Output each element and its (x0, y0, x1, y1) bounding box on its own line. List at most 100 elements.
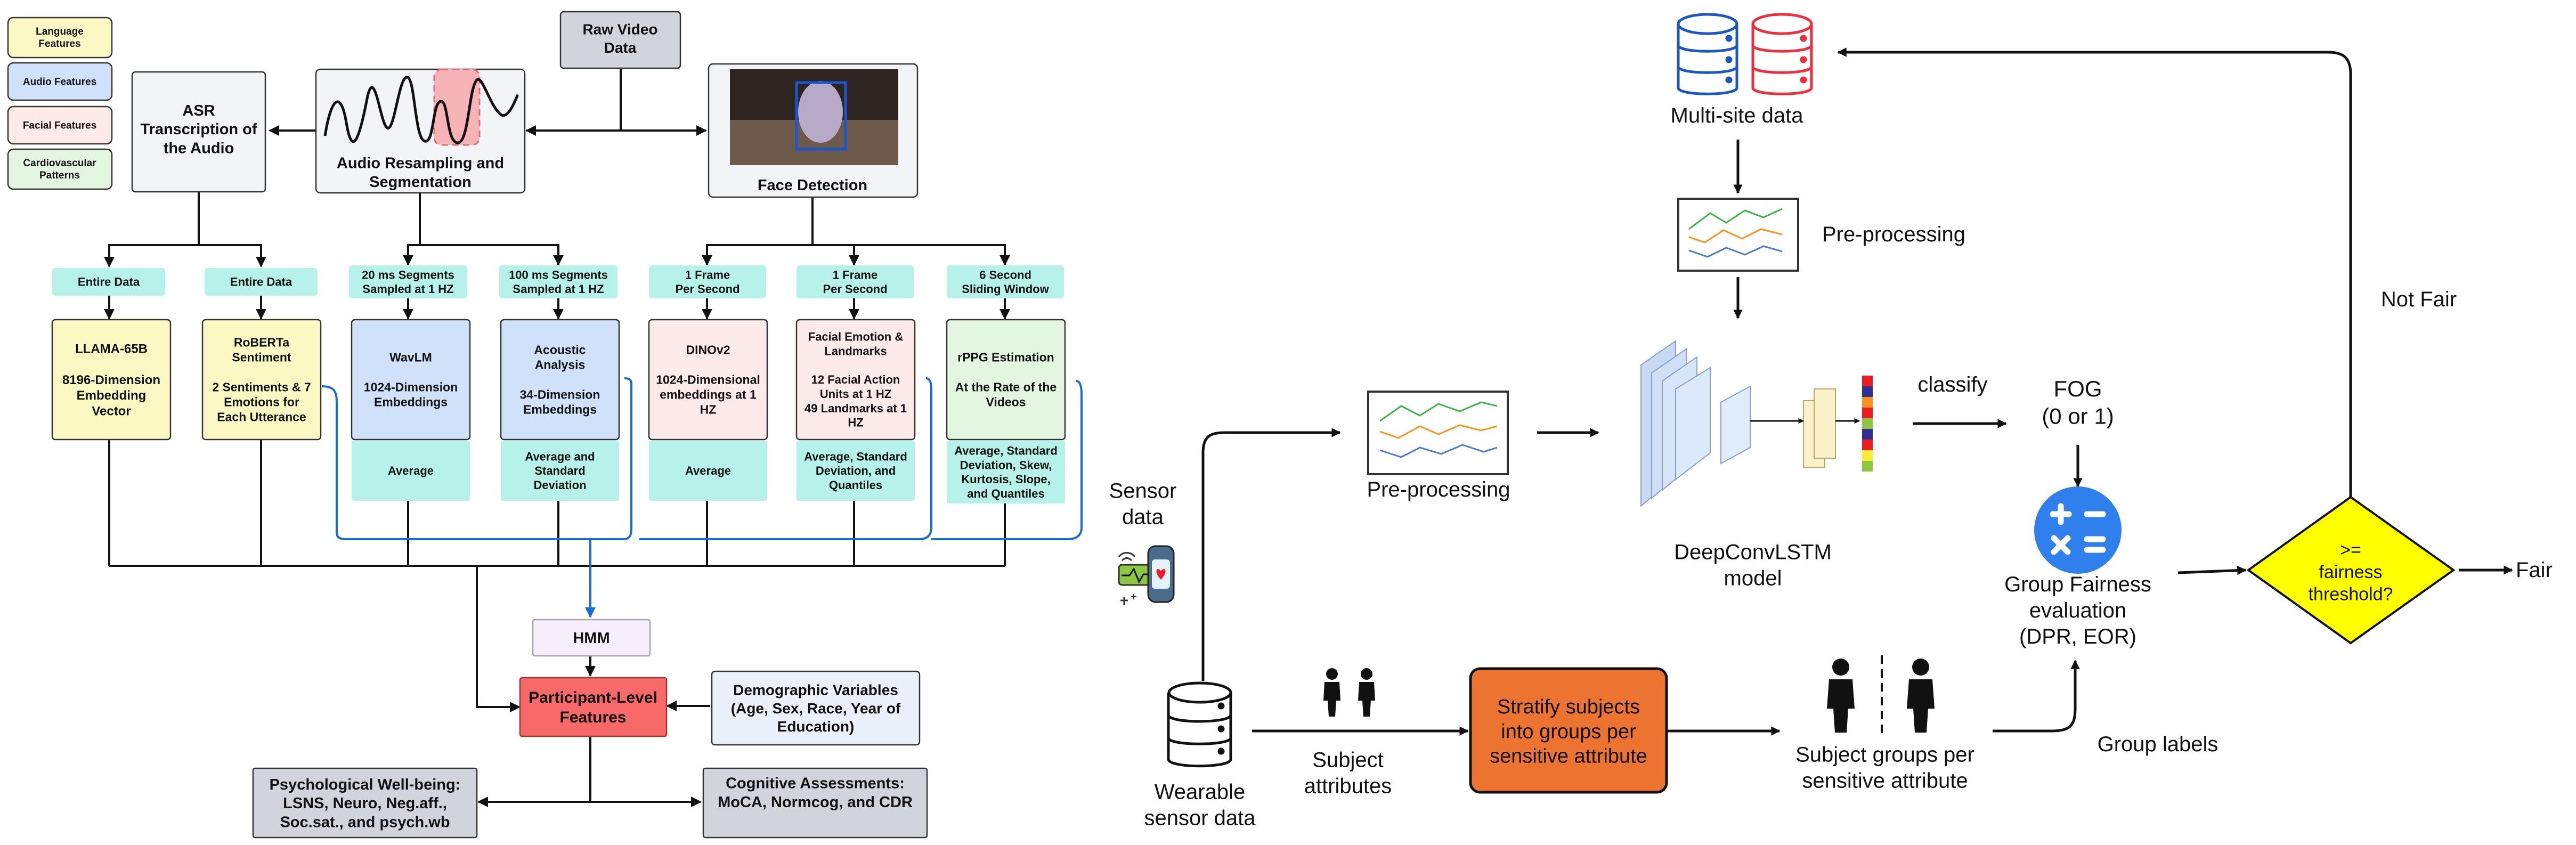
psych-box (252, 767, 478, 839)
preprocessing-top-label: Pre-processing (1822, 223, 1965, 246)
agg-acoustic-label-line: Standard (534, 464, 585, 477)
demographic-box (711, 670, 921, 746)
legend-audio-label: Audio Features (23, 77, 96, 88)
sensor-data-label-line: data (1122, 505, 1164, 529)
deepconv-label-line: model (1724, 566, 1782, 590)
agg-dinov2-label-line: Average (685, 464, 731, 477)
agg-acoustic-label-line: Average and (525, 450, 595, 463)
fairness-threshold-diamond (2246, 495, 2456, 645)
agg-dinov2-box (649, 441, 767, 501)
model-facial-emotion-label-line: Facial Emotion & (808, 330, 904, 344)
asr-label-line: ASR (182, 102, 215, 119)
threshold-label-line: >= (2340, 540, 2361, 560)
preprocessing-mid-label: Pre-processing (1367, 478, 1510, 501)
psych-label: Psychological Well-being:LSNS, Neuro, Ne… (270, 776, 461, 831)
fairness-calculator-icon (2034, 486, 2122, 574)
model-roberta-box (201, 319, 322, 441)
agg-acoustic-label-line: Deviation (533, 478, 586, 492)
model-llama-label-line: Embedding (77, 388, 147, 403)
wearable-label-line: Wearable (1155, 781, 1245, 804)
agg-rppg-label-line: and Quantiles (967, 487, 1044, 500)
agg-rppg-label-line: Kurtosis, Slope, (961, 473, 1050, 486)
tag-ms100-label-line: 100 ms Segments (509, 268, 608, 281)
model-acoustic-label-line: Acoustic (534, 343, 586, 356)
legend-facial-label-line: Facial Features (23, 120, 96, 132)
asr-box (131, 71, 266, 193)
tag-frame1-label-line: 1 Frame (685, 268, 730, 281)
model-facial-emotion-label-line: 12 Facial Action (811, 373, 900, 386)
agg-dinov2-label: Average (685, 464, 731, 477)
multi-site-database-icon (1677, 13, 1813, 95)
psych-label-line: LSNS, Neuro, Neg.aff., (283, 795, 447, 812)
cognitive-box (702, 767, 928, 839)
model-roberta-label-line: Emotions for (224, 395, 299, 409)
model-roberta-label-line: RoBERTa (234, 335, 290, 349)
model-roberta-label-line: Each Utterance (217, 410, 306, 424)
tag-ms20-label-line: 20 ms Segments (362, 268, 454, 281)
waveform-icon (323, 68, 519, 146)
model-rppg-label-line: At the Rate of the (955, 380, 1057, 394)
subject-attrs-label-line: Subject (1312, 749, 1383, 772)
model-acoustic-label-line: Analysis (535, 358, 586, 371)
agg-rppg-label-line: Deviation, Skew, (960, 458, 1052, 472)
tag-frame1-label-line: Per Second (675, 282, 740, 296)
group-eval-label-line: Group Fairness (2004, 573, 2151, 596)
demographic-label-line: (Age, Sex, Race, Year of (731, 700, 901, 717)
tag-ms100-label-line: Sampled at 1 HZ (513, 282, 604, 296)
legend-cardio-box (7, 148, 113, 190)
agg-facial-label-line: Average, Standard (804, 450, 907, 463)
output-vector-icon (1862, 376, 1873, 472)
model-llama-label-line: 8196-Dimension (62, 373, 160, 387)
model-dinov2-label-line: HZ (700, 403, 717, 417)
model-rppg-label-line: Videos (986, 395, 1026, 409)
model-llama-label-line: LLAMA-65B (75, 342, 148, 356)
legend-language-label-line: Language (36, 26, 84, 37)
stratify-box (1469, 667, 1668, 794)
agg-wavlm-label: Average (388, 464, 434, 477)
psych-label-line: Soc.sat., and psych.wb (280, 814, 450, 831)
not-fair-label: Not Fair (2381, 288, 2457, 311)
agg-facial-label-line: Quantiles (829, 478, 882, 492)
legend-cardio-label-line: Patterns (39, 170, 80, 181)
preprocessing-chart-icon-mid (1367, 391, 1509, 475)
tag-entire2-label-line: Entire Data (230, 275, 292, 289)
deepconv-label-line: DeepConvLSTM (1674, 541, 1832, 564)
stratify-label-line: into groups per (1501, 720, 1636, 743)
model-wavlm-label-line: 1024-Dimension (364, 380, 458, 394)
model-facial-emotion-label-line: Units at 1 HZ (820, 387, 891, 401)
participant-box (519, 677, 668, 737)
agg-facial-box (797, 441, 915, 501)
sensor-data-label-line: Sensor (1109, 480, 1177, 503)
fair-label: Fair (2516, 558, 2553, 582)
demographic-label-line: Demographic Variables (733, 682, 898, 698)
subject-attributes-people-icon (1323, 668, 1375, 717)
demographic-label-line: Education) (777, 718, 855, 735)
model-llama-box (51, 319, 172, 441)
hmm-connectors (321, 377, 1083, 618)
agg-rppg-box (947, 441, 1065, 503)
face-image (730, 69, 898, 165)
model-roberta-label-line: 2 Sentiments & 7 (212, 380, 311, 394)
participant-label-line: Participant-Level (529, 689, 657, 706)
group-eval-label-line: (DPR, EOR) (2019, 625, 2136, 648)
legend-language-box (7, 17, 113, 59)
cognitive-label-line: MoCA, Normcog, and CDR (718, 794, 913, 811)
deepconvlstm-model-icon (1640, 340, 1860, 508)
model-wavlm-label-line: WavLM (389, 350, 432, 364)
model-facial-emotion-label-line: 49 Landmarks at 1 (805, 402, 907, 415)
wearable-sensor-database-icon (1167, 681, 1232, 768)
